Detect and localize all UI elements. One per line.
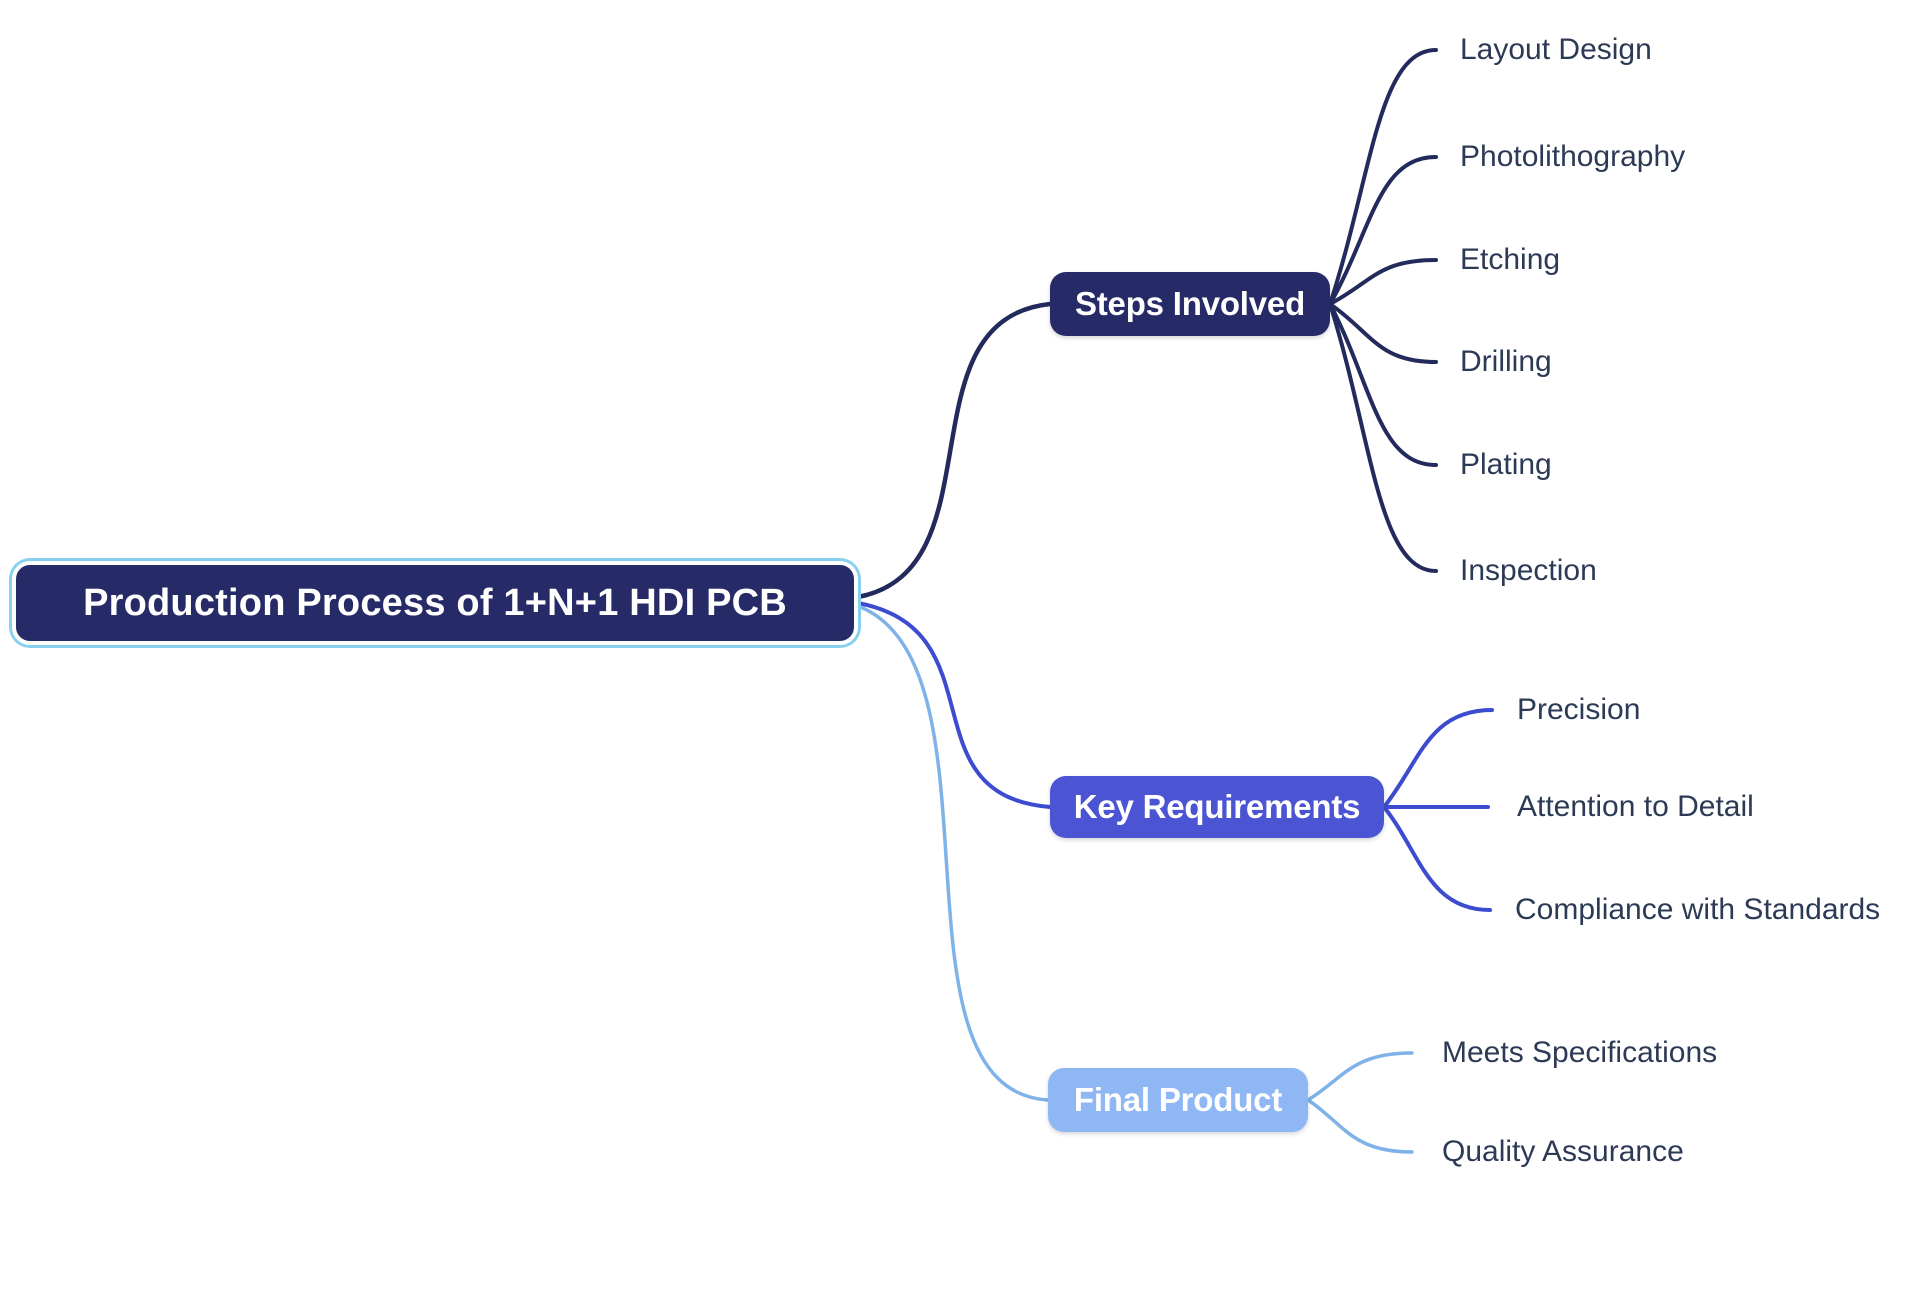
leaf-node-quality-assurance[interactable]: Quality Assurance xyxy=(1442,1135,1684,1168)
edge-key-precision xyxy=(1382,708,1494,809)
edge-steps-inspection xyxy=(1328,302,1438,573)
branch-label-final-product: Final Product xyxy=(1073,1081,1283,1118)
root-node[interactable]: Production Process of 1+N+1 HDI PCB xyxy=(12,561,858,645)
branch-node-key-requirements[interactable]: Key Requirements xyxy=(1050,776,1384,838)
edge-root-steps-involved xyxy=(855,301,1053,600)
leaf-node-photolithography[interactable]: Photolithography xyxy=(1460,140,1686,173)
branch-label-key-requirements: Key Requirements xyxy=(1073,788,1361,825)
edge-final-meets-specifications xyxy=(1306,1051,1414,1102)
leaf-node-etching[interactable]: Etching xyxy=(1460,243,1561,276)
edge-key-compliance-with-standards xyxy=(1382,805,1492,912)
leaf-node-meets-specifications[interactable]: Meets Specifications xyxy=(1442,1036,1718,1069)
leaf-node-layout-design[interactable]: Layout Design xyxy=(1460,33,1652,66)
leaf-node-plating[interactable]: Plating xyxy=(1460,448,1552,481)
leaf-node-inspection[interactable]: Inspection xyxy=(1460,554,1597,587)
edge-steps-layout-design xyxy=(1328,48,1438,306)
edge-root-final-product xyxy=(856,604,1050,1102)
leaf-node-precision[interactable]: Precision xyxy=(1517,693,1641,726)
edge-steps-photolithography xyxy=(1328,155,1438,306)
edge-final-quality-assurance xyxy=(1306,1098,1414,1154)
branch-label-steps-involved: Steps Involved xyxy=(1074,285,1306,322)
edge-root-key-requirements xyxy=(856,601,1052,809)
branch-node-final-product[interactable]: Final Product xyxy=(1048,1068,1308,1132)
leaf-node-attention-to-detail[interactable]: Attention to Detail xyxy=(1517,790,1754,823)
root-node-label: Production Process of 1+N+1 HDI PCB xyxy=(83,581,787,624)
leaf-node-drilling[interactable]: Drilling xyxy=(1460,345,1552,378)
branch-node-steps-involved[interactable]: Steps Involved xyxy=(1050,272,1330,336)
edge-steps-plating xyxy=(1328,302,1438,467)
leaf-node-compliance-with-standards[interactable]: Compliance with Standards xyxy=(1515,893,1881,926)
edge-steps-etching xyxy=(1328,258,1438,306)
edge-steps-drilling xyxy=(1328,302,1438,364)
